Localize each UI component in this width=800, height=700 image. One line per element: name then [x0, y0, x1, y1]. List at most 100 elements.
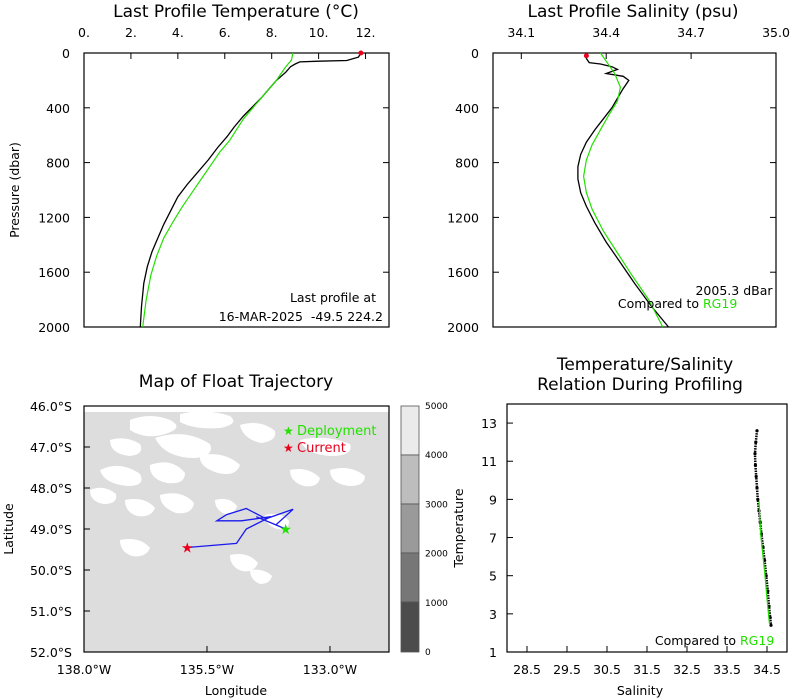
legend-deployment-label: Deployment — [297, 424, 377, 439]
ts-x-tick-label: 28.5 — [513, 662, 541, 677]
temperature-series — [139, 50, 364, 328]
colorbar-tick-label: 1000 — [425, 599, 448, 609]
ts-x-ticks: 28.5 29.5 30.5 31.5 32.5 33.5 34.5 — [513, 646, 781, 677]
temperature-x-tick-label: 12. — [356, 25, 376, 40]
salinity-x-tick-label: 34.1 — [507, 25, 535, 40]
salinity-annotation-compared: Compared to — [618, 296, 703, 311]
salinity-series — [577, 52, 670, 328]
temperature-x-tick-label: 4. — [172, 25, 184, 40]
ts-series — [753, 429, 773, 627]
colorbar-tick-label: 3000 — [425, 500, 448, 510]
ts-x-label: Salinity — [617, 683, 664, 698]
salinity-x-tick-label: 34.7 — [677, 25, 705, 40]
colorbar-tick-label: 5000 — [425, 402, 448, 412]
ts-x-tick-label: 29.5 — [553, 662, 581, 677]
legend-deployment-star: ★ — [283, 424, 294, 438]
legend-current-star: ★ — [283, 441, 294, 455]
salinity-annotation-reference: RG19 — [703, 296, 737, 311]
ts-subtitle: Relation During Profiling — [537, 375, 743, 395]
salinity-title: Last Profile Salinity (psu) — [527, 2, 738, 22]
trajectory-track-line — [187, 507, 294, 549]
salinity-y-tick-label: 1600 — [447, 265, 479, 280]
depth-colorbar: 5000 4000 3000 2000 1000 0 — [400, 402, 448, 658]
salinity-y-tick-label: 1200 — [447, 210, 479, 225]
map-lon-ticks: 138.0°W 135.5°W 133.0°W — [57, 646, 357, 677]
temperature-float-line — [139, 52, 362, 328]
ts-y-label: Temperature — [451, 488, 466, 568]
ts-title: Temperature/Salinity — [556, 355, 733, 375]
ts-x-tick-label: 34.5 — [753, 662, 781, 677]
colorbar-tick-label: 2000 — [425, 550, 448, 560]
colorbar-tick-label: 0 — [425, 648, 431, 658]
ts-x-tick-label: 30.5 — [593, 662, 621, 677]
ts-y-tick-label: 11 — [481, 454, 497, 469]
map-lat-tick-label: 51.0°S — [30, 604, 72, 619]
ts-annotation-reference: RG19 — [740, 633, 774, 648]
map-area — [84, 406, 389, 652]
trajectory-title: Map of Float Trajectory — [139, 372, 333, 392]
salinity-y-tick-label: 800 — [455, 156, 479, 171]
temperature-surface-marker — [358, 50, 364, 56]
salinity-float-line — [577, 53, 670, 328]
ts-y-tick-label: 5 — [489, 569, 497, 584]
map-lon-tick-label: 138.0°W — [57, 662, 111, 677]
current-position-marker: ★ — [181, 540, 194, 556]
ts-x-tick-label: 31.5 — [633, 662, 661, 677]
ts-plot-frame — [506, 403, 788, 653]
float-trajectory: ★★ — [181, 507, 294, 556]
salinity-annotation-depth: 2005.3 dBar — [695, 283, 773, 298]
ts-float-point — [756, 497, 760, 501]
salinity-x-ticks: 34.1 34.4 34.7 35.0 — [507, 25, 790, 59]
ts-panel: Temperature/Salinity Relation During Pro… — [451, 355, 788, 698]
temperature-annotation-line2: 16-MAR-2025 -49.5 224.2 — [219, 309, 383, 324]
ts-float-point — [754, 474, 758, 479]
temperature-x-tick-label: 10. — [309, 25, 329, 40]
ts-y-tick-label: 1 — [489, 645, 497, 660]
salinity-y-tick-label: 400 — [455, 101, 479, 116]
map-lon-tick-label: 135.5°W — [180, 662, 234, 677]
salinity-y-tick-label: 2000 — [447, 320, 479, 335]
map-bathymetry-features — [84, 406, 389, 584]
salinity-reference-line — [582, 52, 664, 328]
ts-float-point — [755, 429, 759, 433]
map-x-label: Longitude — [205, 683, 267, 698]
map-lat-tick-label: 48.0°S — [30, 481, 72, 496]
temperature-x-tick-label: 2. — [125, 25, 137, 40]
salinity-x-tick-label: 35.0 — [762, 25, 790, 40]
temperature-x-ticks: 0. 2. 4. 6. 8. 10. 12. — [78, 25, 375, 59]
temperature-x-tick-label: 8. — [266, 25, 278, 40]
salinity-panel: Last Profile Salinity (psu) 34.1 34.4 34.7… — [447, 2, 790, 335]
map-lon-tick-label: 133.0°W — [303, 662, 357, 677]
temperature-x-tick-label: 6. — [219, 25, 231, 40]
ts-float-point — [755, 486, 759, 490]
temperature-panel: Last Profile Temperature (°C) 0. 2. 4. 6. 8.… — [7, 2, 390, 335]
salinity-x-tick-label: 34.4 — [592, 25, 620, 40]
colorbar-tick-label: 4000 — [425, 451, 448, 461]
map-lat-tick-label: 47.0°S — [30, 440, 72, 455]
ts-reference-line — [758, 501, 770, 624]
temperature-y-tick-label: 0 — [62, 46, 70, 61]
ts-float-point — [769, 623, 773, 627]
temperature-title: Last Profile Temperature (°C) — [113, 2, 359, 22]
ts-float-point — [753, 452, 757, 456]
ts-x-tick-label: 32.5 — [673, 662, 701, 677]
salinity-y-tick-label: 0 — [471, 46, 479, 61]
temperature-y-tick-label: 2000 — [38, 320, 70, 335]
ts-y-tick-label: 7 — [489, 531, 497, 546]
map-lat-ticks: 46.0°S47.0°S48.0°S49.0°S50.0°S51.0°S52.0… — [30, 399, 90, 660]
temperature-x-tick-label: 0. — [78, 25, 90, 40]
temperature-annotation-line1: Last profile at — [290, 290, 376, 305]
temperature-y-tick-label: 800 — [46, 156, 70, 171]
map-lat-tick-label: 49.0°S — [30, 522, 72, 537]
ts-y-tick-label: 9 — [489, 492, 497, 507]
map-y-label: Latitude — [1, 503, 16, 555]
ts-x-tick-label: 33.5 — [713, 662, 741, 677]
temperature-y-tick-label: 1200 — [38, 210, 70, 225]
legend-current-label: Current — [297, 441, 346, 456]
map-lat-tick-label: 52.0°S — [30, 645, 72, 660]
ts-float-point — [754, 440, 758, 444]
map-lat-tick-label: 46.0°S — [30, 399, 72, 414]
